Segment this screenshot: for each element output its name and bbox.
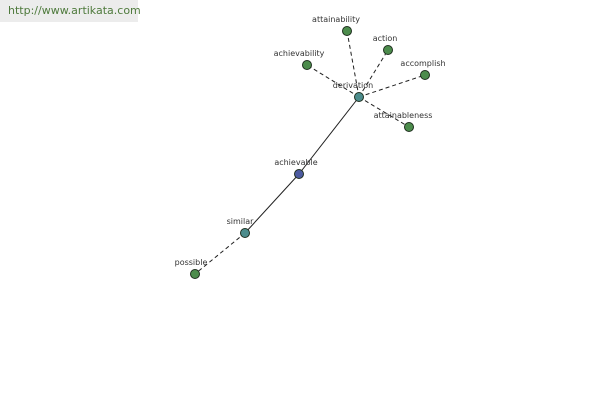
edge-derivation-action [358,49,389,98]
node-label-accomplish[interactable]: accomplish [400,59,445,68]
node-achievable[interactable] [294,169,304,179]
node-layer [190,26,430,279]
node-similar[interactable] [240,228,250,238]
node-accomplish[interactable] [420,70,430,80]
node-attainability[interactable] [342,26,352,36]
node-possible[interactable] [190,269,200,279]
node-label-derivation[interactable]: derivation [333,81,373,90]
edge-layer [194,30,426,275]
node-label-attainability[interactable]: attainability [312,15,360,24]
node-derivation[interactable] [354,92,364,102]
edge-similar-possible [194,232,246,275]
label-layer: attainability action achievability accompli… [175,15,446,267]
node-label-possible[interactable]: possible [175,258,208,267]
node-label-achievability[interactable]: achievability [274,49,325,58]
edge-derivation-achievability [306,64,360,98]
node-label-action[interactable]: action [373,34,398,43]
edge-achievable-similar [244,173,300,234]
edge-derivation-attainableness [358,96,410,128]
node-action[interactable] [383,45,393,55]
node-label-attainableness[interactable]: attainableness [374,111,433,120]
node-label-similar[interactable]: similar [227,217,255,226]
edge-achievable-derivation [298,96,360,175]
edge-derivation-accomplish [358,74,426,98]
source-url-link[interactable]: http://www.artikata.com [0,0,141,22]
node-attainableness[interactable] [404,122,414,132]
node-achievability[interactable] [302,60,312,70]
node-label-achievable[interactable]: achievable [274,158,317,167]
